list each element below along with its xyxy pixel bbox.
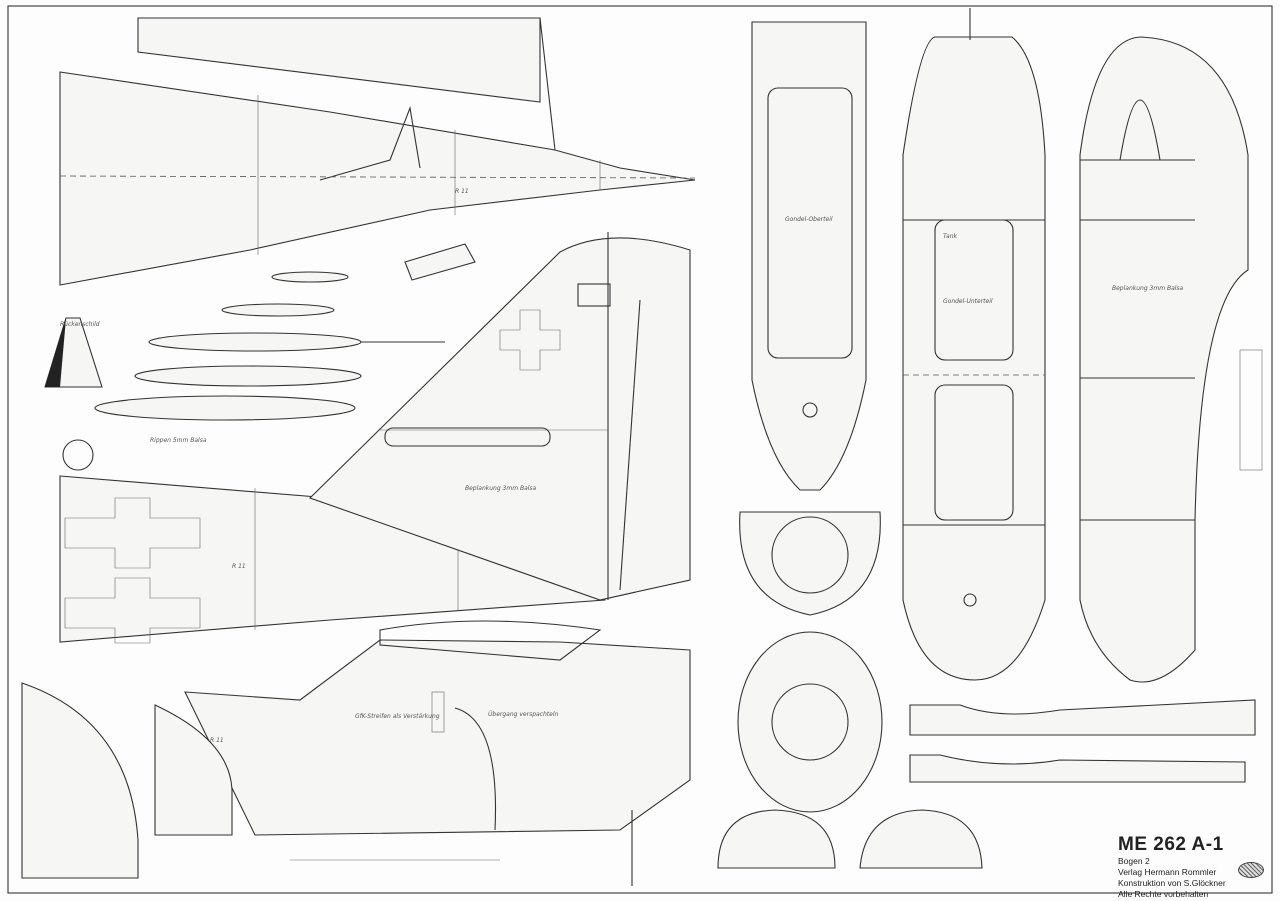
nacelle-side-view [902, 8, 1046, 681]
fuselage-bottom-view [184, 620, 691, 886]
label-gondel-unterteil: Gondel-Unterteil [943, 298, 993, 305]
fin-side-view [308, 232, 691, 601]
balkenkreuz-top [64, 497, 201, 569]
rights-notice: Alle Rechte vorbehalten [1118, 889, 1209, 899]
former-rings [717, 511, 983, 869]
title-block: ME 262 A-1 Bogen 2 Verlag Hermann Rommle… [1118, 834, 1268, 900]
strip-lower [909, 754, 1246, 783]
label-rueckenschild: Rückenschild [60, 321, 100, 328]
ring [62, 439, 94, 471]
label-rippen: Rippen 5mm Balsa [150, 437, 207, 444]
wing-tip-b [154, 704, 233, 836]
fuselage-plank [137, 17, 541, 103]
fuselage-side-view [59, 17, 696, 286]
label-beplankung-wing: Beplankung 3mm Balsa [465, 485, 537, 492]
swastika-outline [499, 309, 561, 371]
label-gondel-oberteil: Gondel-Oberteil [785, 216, 833, 223]
label-beplankung-nacelle: Beplankung 3mm Balsa [1112, 285, 1184, 292]
sheet-number: Bogen 2 [1118, 856, 1150, 866]
label-uebergang: Übergang verspachteln [488, 711, 558, 718]
balkenkreuz-bottom [64, 577, 201, 644]
publisher-seal-icon [1238, 862, 1264, 878]
label-tank: Tank [943, 233, 958, 240]
rueckenschild-shading [45, 318, 66, 387]
sheet-border [7, 5, 1273, 894]
label-gfk: GfK-Streifen als Verstärkung [355, 713, 440, 720]
designer: Konstruktion von S.Glöckner [1118, 878, 1226, 888]
nacelle-top-view [751, 21, 867, 491]
label-r11-tip: R 11 [210, 737, 224, 744]
label-r11-wing: R 11 [232, 563, 246, 570]
publisher: Verlag Hermann Rommler [1118, 867, 1217, 877]
ribs [94, 243, 476, 421]
nacelle-bottom-view [1079, 36, 1263, 683]
plan-title: ME 262 A-1 [1118, 834, 1224, 855]
wing-tip-a [21, 682, 139, 879]
label-r11-fuselage: R 11 [455, 188, 469, 195]
strip-upper [909, 699, 1256, 736]
